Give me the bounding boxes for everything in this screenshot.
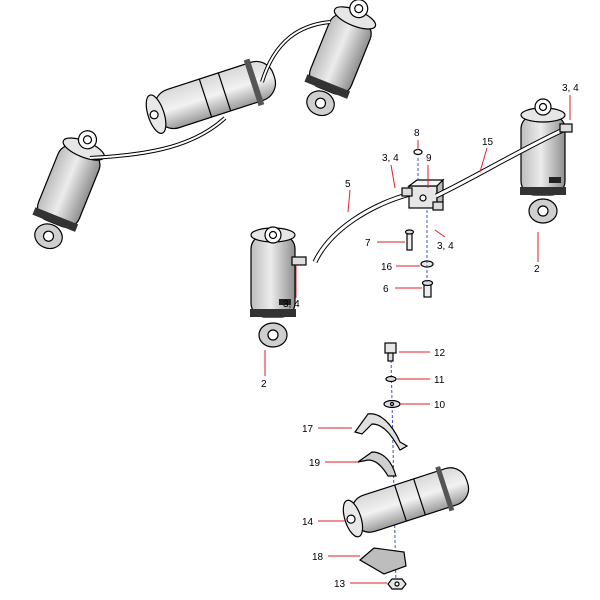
callout-16: 16 bbox=[381, 262, 393, 273]
callout-3-4-valve-right: 3, 4 bbox=[437, 241, 454, 252]
callout-15: 15 bbox=[482, 137, 494, 148]
overview-cylinder-left bbox=[32, 130, 105, 250]
callout-8: 8 bbox=[414, 128, 420, 139]
overview-assembly bbox=[32, 0, 377, 250]
bolt-7 bbox=[404, 229, 415, 251]
callout-7: 7 bbox=[365, 238, 371, 249]
callout-12: 12 bbox=[434, 348, 446, 359]
overview-accumulator bbox=[145, 58, 277, 134]
callout-10: 10 bbox=[434, 400, 446, 411]
callout-3-4-left-cylinder: 3, 4 bbox=[283, 299, 300, 310]
callout-labels: 3, 4 8 3, 4 9 15 5 7 3, 4 16 6 2 3, 4 2 … bbox=[261, 83, 579, 590]
callout-2-left: 2 bbox=[261, 379, 267, 390]
callout-13: 13 bbox=[334, 579, 346, 590]
callout-9: 9 bbox=[426, 153, 432, 164]
callout-6: 6 bbox=[383, 284, 389, 295]
cylinder-left bbox=[250, 226, 296, 348]
exploded-assembly bbox=[250, 98, 573, 348]
bolt-6 bbox=[421, 279, 434, 298]
accumulator-exploded bbox=[342, 342, 470, 590]
callout-11: 11 bbox=[434, 375, 445, 386]
cylinder-right bbox=[520, 98, 566, 224]
callout-3-4-valve-left: 3, 4 bbox=[382, 153, 399, 164]
callout-5: 5 bbox=[345, 179, 351, 190]
callout-14: 14 bbox=[302, 517, 314, 528]
nut-13 bbox=[387, 578, 407, 590]
overview-cylinder-right bbox=[304, 0, 377, 117]
leader-lines bbox=[264, 95, 571, 584]
callout-18: 18 bbox=[312, 552, 324, 563]
callout-19: 19 bbox=[309, 458, 321, 469]
callout-3-4-right-top: 3, 4 bbox=[562, 83, 579, 94]
valve-block bbox=[407, 178, 445, 210]
callout-2-right: 2 bbox=[534, 264, 540, 275]
callout-17: 17 bbox=[302, 424, 314, 435]
